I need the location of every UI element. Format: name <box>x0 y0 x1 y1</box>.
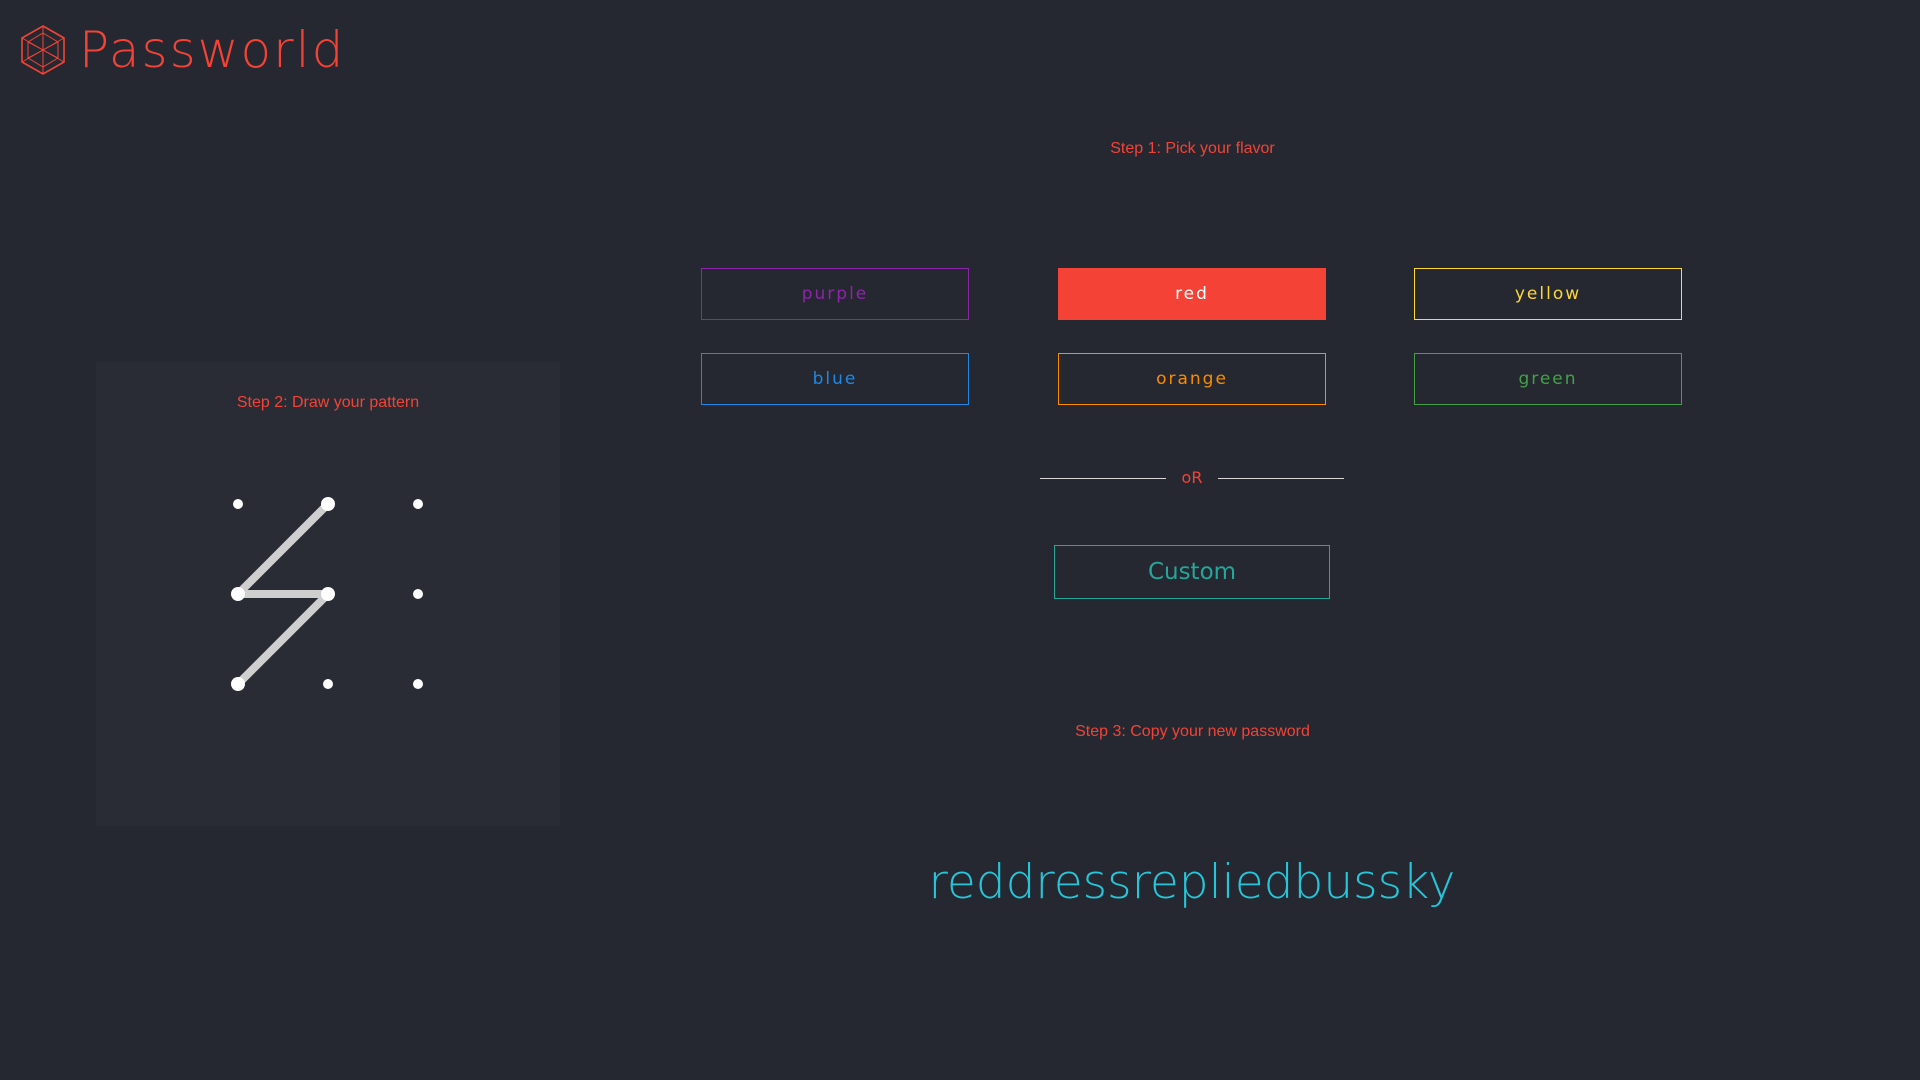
pattern-dot-1-1[interactable] <box>321 587 335 601</box>
pattern-dot-2-2[interactable] <box>413 679 423 689</box>
or-divider-text: oR <box>1181 468 1203 487</box>
or-divider-right <box>1218 478 1344 479</box>
hexagon-logo-icon <box>21 25 65 75</box>
generated-password[interactable]: reddressrepliedbussky <box>928 855 1456 910</box>
pattern-panel: Step 2: Draw your pattern <box>96 362 560 826</box>
flavor-yellow-button[interactable]: yellow <box>1414 268 1682 320</box>
app-title: Passworld <box>79 21 346 79</box>
or-divider-left <box>1040 478 1166 479</box>
pattern-dot-0-2[interactable] <box>413 499 423 509</box>
pattern-segment <box>234 500 332 598</box>
step2-label: Step 2: Draw your pattern <box>236 394 420 411</box>
flavor-purple-button[interactable]: purple <box>701 268 969 320</box>
flavor-red-button[interactable]: red <box>1058 268 1326 320</box>
pattern-dot-1-0[interactable] <box>231 587 245 601</box>
pattern-dot-0-1[interactable] <box>321 497 335 511</box>
pattern-dot-0-0[interactable] <box>233 499 243 509</box>
step3-label: Step 3: Copy your new password <box>1075 723 1310 740</box>
flavor-green-button[interactable]: green <box>1414 353 1682 405</box>
pattern-dot-2-0[interactable] <box>231 677 245 691</box>
step1-label: Step 1: Pick your flavor <box>1110 140 1275 157</box>
flavor-orange-button[interactable]: orange <box>1058 353 1326 405</box>
pattern-segment <box>234 590 332 688</box>
flavor-blue-button[interactable]: blue <box>701 353 969 405</box>
pattern-lock-grid[interactable] <box>96 362 560 826</box>
app-logo[interactable]: Passworld <box>15 22 345 78</box>
custom-button[interactable]: Custom <box>1054 545 1330 599</box>
pattern-dot-1-2[interactable] <box>413 589 423 599</box>
pattern-dot-2-1[interactable] <box>323 679 333 689</box>
